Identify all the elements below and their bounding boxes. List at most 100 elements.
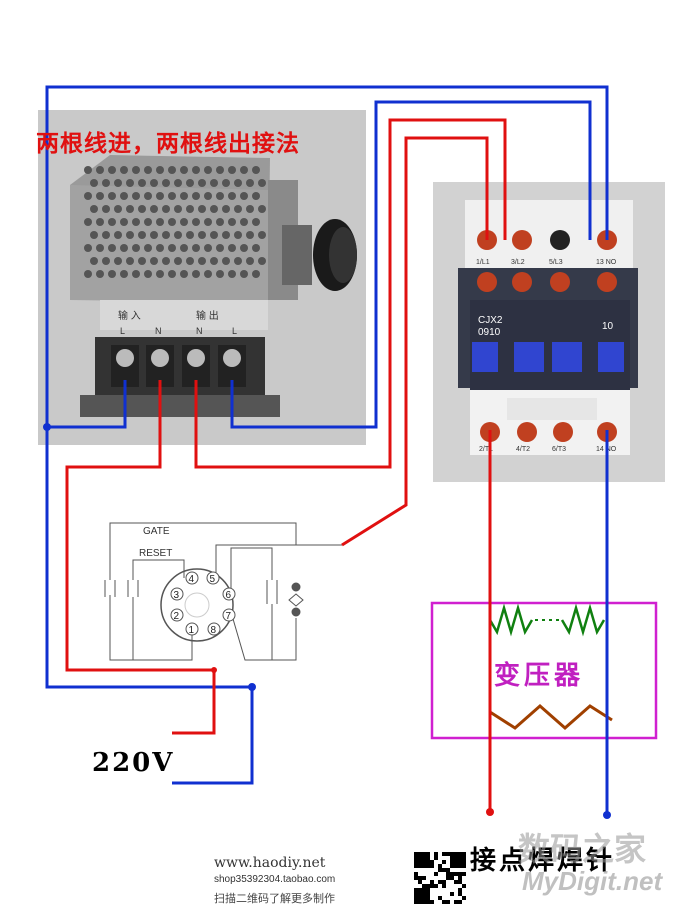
vent-hole <box>144 218 152 226</box>
qr-module <box>414 860 418 864</box>
vent-hole <box>222 257 230 265</box>
relay-pin <box>185 622 199 636</box>
contactor-top-label: 5/L3 <box>549 259 563 266</box>
vent-hole <box>246 179 254 187</box>
vent-hole <box>174 231 182 239</box>
vent-hole <box>234 231 242 239</box>
vent-holes <box>84 166 266 278</box>
vent-hole <box>252 218 260 226</box>
qr-module <box>430 864 434 868</box>
qr-module <box>418 888 422 892</box>
vent-hole <box>180 244 188 252</box>
contactor-bottom-label: 2/T1 <box>479 446 493 453</box>
qr-module <box>426 884 430 888</box>
vent-hole <box>102 205 110 213</box>
terminal-letter-4: L <box>232 326 237 336</box>
vent-hole <box>126 205 134 213</box>
vent-hole <box>228 218 236 226</box>
qr-module <box>462 872 466 876</box>
qr-module <box>426 896 430 900</box>
vent-hole <box>240 166 248 174</box>
reset-label: RESET <box>139 548 172 559</box>
relay-pin-number: 1 <box>189 625 195 636</box>
terminal-letter-1: L <box>120 326 125 336</box>
vent-hole <box>258 179 266 187</box>
vent-hole <box>204 244 212 252</box>
vent-hole <box>186 231 194 239</box>
qr-module <box>458 856 462 860</box>
terminal-letter-2: N <box>155 326 162 336</box>
vent-hole <box>108 166 116 174</box>
vent-hole <box>228 192 236 200</box>
secondary-coil <box>489 704 613 730</box>
qr-module <box>422 884 426 888</box>
contactor-screw-mid <box>477 272 497 292</box>
vent-hole <box>138 231 146 239</box>
vent-hole <box>252 244 260 252</box>
relay-pin <box>170 608 184 622</box>
vent-hole <box>102 257 110 265</box>
diagram-title: 两根线进，两根线出接法 <box>36 130 300 157</box>
qr-module <box>434 856 438 860</box>
relay-pin-number: 8 <box>211 625 217 636</box>
qr-module <box>422 860 426 864</box>
vent-hole <box>84 218 92 226</box>
qr-module <box>438 868 442 872</box>
vent-hole <box>162 257 170 265</box>
vent-hole <box>120 270 128 278</box>
weld-terminal-blue <box>603 811 611 819</box>
vent-hole <box>186 205 194 213</box>
gate-label: GATE <box>143 526 170 537</box>
qr-module <box>458 888 462 892</box>
qr-module <box>446 872 450 876</box>
vent-hole <box>114 205 122 213</box>
vent-hole <box>168 166 176 174</box>
vent-hole <box>204 270 212 278</box>
vent-hole <box>132 218 140 226</box>
vent-hole <box>252 270 260 278</box>
qr-module <box>426 888 430 892</box>
primary-coil <box>488 603 534 637</box>
contactor-screw-bottom <box>517 422 537 442</box>
qr-module <box>422 900 426 904</box>
qr-module <box>414 864 418 868</box>
vent-hole <box>252 192 260 200</box>
vent-hole <box>240 192 248 200</box>
qr-module <box>442 860 446 864</box>
qr-module <box>434 852 438 856</box>
vent-hole <box>150 179 158 187</box>
vent-hole <box>186 179 194 187</box>
vent-hole <box>120 244 128 252</box>
vent-hole <box>216 192 224 200</box>
vent-hole <box>84 192 92 200</box>
junction-dot <box>211 667 217 673</box>
qr-module <box>426 864 430 868</box>
vent-hole <box>186 257 194 265</box>
qr-module <box>422 876 426 880</box>
qr-module <box>414 892 418 896</box>
vent-hole <box>192 244 200 252</box>
vent-hole <box>156 166 164 174</box>
qr-module <box>458 864 462 868</box>
qr-module <box>450 892 454 896</box>
vent-hole <box>96 244 104 252</box>
qr-module <box>454 900 458 904</box>
terminal-screw <box>223 349 241 367</box>
qr-module <box>462 896 466 900</box>
qr-module <box>454 872 458 876</box>
footer-shop: shop35392304.taobao.com <box>214 874 336 885</box>
vent-hole <box>102 179 110 187</box>
contactor-screw-mid <box>597 272 617 292</box>
vent-hole <box>222 231 230 239</box>
qr-module <box>450 864 454 868</box>
qr-module <box>446 876 450 880</box>
qr-module <box>422 856 426 860</box>
weld-terminal-red <box>486 808 494 816</box>
vent-hole <box>150 205 158 213</box>
terminal-screws <box>111 345 246 387</box>
vent-hole <box>192 192 200 200</box>
qr-module <box>454 880 458 884</box>
contactor-screw-mid <box>550 272 570 292</box>
junction-dot <box>248 683 256 691</box>
contactor-model-right: 10 <box>602 321 614 332</box>
